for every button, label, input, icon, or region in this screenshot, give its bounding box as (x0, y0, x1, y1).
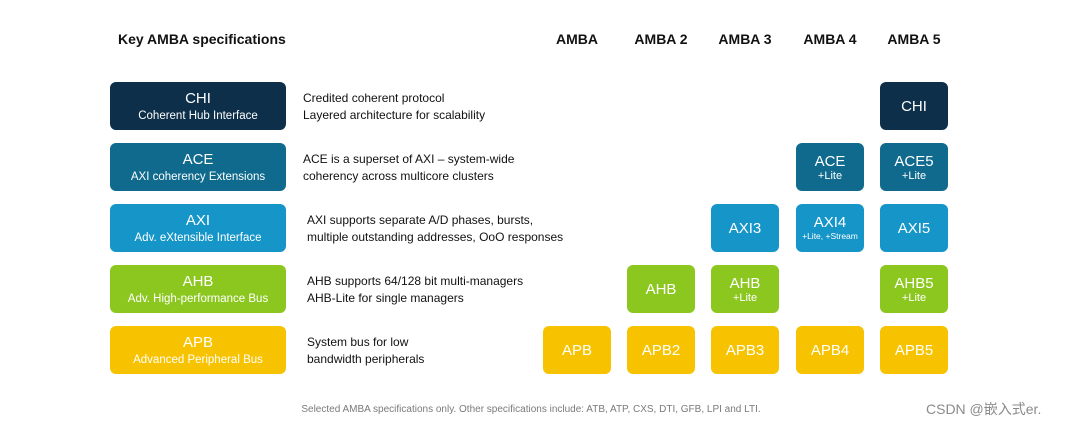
version-label: ACE (814, 152, 846, 170)
description-line: bandwidth peripherals (307, 352, 425, 366)
version-box-chi-amba5: CHI (880, 82, 948, 130)
version-label: AXI4 (813, 214, 847, 231)
version-box-ace-amba5: ACE5 +Lite (880, 143, 948, 191)
description-line: AHB-Lite for single managers (307, 291, 464, 305)
spec-full-name: Adv. High-performance Bus (127, 292, 269, 305)
description-line: AHB supports 64/128 bit multi-managers (307, 274, 524, 288)
spec-name: APB (182, 333, 213, 351)
spec-box-apb: APB Advanced Peripheral Bus (110, 326, 286, 374)
version-box-apb-amba2: APB2 (627, 326, 695, 374)
version-sublabel: +Lite (817, 169, 843, 182)
description-line: AXI supports separate A/D phases, bursts… (307, 213, 534, 227)
spec-box-ahb: AHB Adv. High-performance Bus (110, 265, 286, 313)
version-label: ACE5 (894, 152, 934, 170)
version-label: CHI (901, 97, 927, 115)
spec-full-name: Coherent Hub Interface (138, 109, 258, 122)
spec-name: ACE (182, 150, 214, 168)
version-box-apb-amba5: APB5 (880, 326, 948, 374)
version-box-axi-amba5: AXI5 (880, 204, 948, 252)
spec-name: AHB (182, 272, 214, 290)
spec-full-name: Adv. eXtensible Interface (134, 231, 262, 244)
spec-full-name: AXI coherency Extensions (130, 170, 266, 183)
column-header-amba-2: AMBA 2 (634, 31, 688, 47)
spec-full-name: Advanced Peripheral Bus (133, 353, 263, 366)
version-box-ahb-amba3: AHB +Lite (711, 265, 779, 313)
version-box-apb-amba: APB (543, 326, 611, 374)
version-sublabel: +Lite, +Stream (802, 231, 858, 241)
column-header-amba: AMBA (556, 31, 598, 47)
version-sublabel: +Lite (901, 169, 927, 182)
spec-box-axi: AXI Adv. eXtensible Interface (110, 204, 286, 252)
version-box-apb-amba3: APB3 (711, 326, 779, 374)
version-label: APB5 (894, 341, 934, 359)
description-line: System bus for low (307, 335, 409, 349)
version-box-ahb-amba2: AHB (627, 265, 695, 313)
spec-name: CHI (185, 89, 211, 107)
footnote: Selected AMBA specifications only. Other… (301, 404, 761, 415)
column-header-amba-4: AMBA 4 (803, 31, 857, 47)
description-line: Layered architecture for scalability (303, 108, 486, 122)
version-box-axi-amba3: AXI3 (711, 204, 779, 252)
spec-name: AXI (185, 211, 211, 229)
version-box-apb-amba4: APB4 (796, 326, 864, 374)
version-label: APB3 (725, 341, 765, 359)
version-label: AHB (645, 280, 677, 298)
version-label: AXI3 (728, 219, 762, 237)
spec-box-chi: CHI Coherent Hub Interface (110, 82, 286, 130)
version-box-ace-amba4: ACE +Lite (796, 143, 864, 191)
header-title: Key AMBA specifications (118, 31, 286, 47)
description-line: coherency across multicore clusters (303, 169, 494, 183)
version-label: APB (561, 341, 592, 359)
version-box-axi-amba4: AXI4 +Lite, +Stream (796, 204, 864, 252)
version-sublabel: +Lite (901, 291, 927, 304)
column-header-amba-3: AMBA 3 (718, 31, 772, 47)
spec-description-apb: System bus for low bandwidth peripherals (307, 334, 424, 368)
spec-description-chi: Credited coherent protocol Layered archi… (303, 90, 485, 124)
version-label: AHB (729, 274, 761, 292)
version-label: APB2 (641, 341, 681, 359)
version-label: AHB5 (894, 274, 934, 292)
description-line: Credited coherent protocol (303, 91, 445, 105)
description-line: multiple outstanding addresses, OoO resp… (307, 230, 564, 244)
spec-description-ahb: AHB supports 64/128 bit multi-managers A… (307, 273, 523, 307)
version-sublabel: +Lite (732, 291, 758, 304)
spec-description-axi: AXI supports separate A/D phases, bursts… (307, 212, 563, 246)
version-label: AXI5 (897, 219, 931, 237)
column-header-amba-5: AMBA 5 (887, 31, 941, 47)
version-label: APB4 (810, 341, 850, 359)
description-line: ACE is a superset of AXI – system-wide (303, 152, 515, 166)
watermark: CSDN @嵌入式er. (926, 401, 1042, 417)
spec-box-ace: ACE AXI coherency Extensions (110, 143, 286, 191)
spec-description-ace: ACE is a superset of AXI – system-wide c… (303, 151, 514, 185)
version-box-ahb-amba5: AHB5 +Lite (880, 265, 948, 313)
